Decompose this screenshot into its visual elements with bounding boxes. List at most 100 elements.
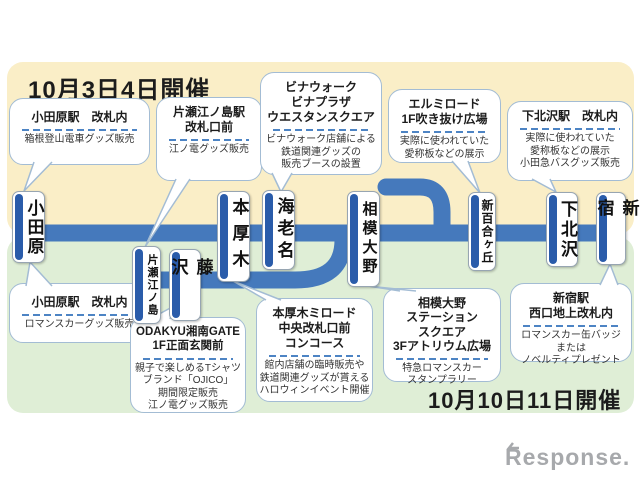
- callout-odakyu-shonan-gate: ODAKYU湘南GATE 1F正面玄関前 親子で楽しめるTシャツ ブランド「OJ…: [130, 317, 246, 413]
- dashed-divider: [273, 129, 369, 131]
- logo-text: Response.: [505, 444, 631, 470]
- callout-desc: 期間限定販売: [158, 387, 218, 399]
- tail-honatsugi-mylord: [232, 280, 282, 301]
- station-katase-enoshima: 片瀬江ノ島: [132, 246, 161, 324]
- dashed-divider: [520, 128, 620, 130]
- callout-desc: ノベルティプレゼント: [521, 355, 621, 366]
- tama-line-branch: [377, 178, 451, 241]
- callout-desc: ロマンスカーグッズ販売: [24, 319, 135, 330]
- dashed-divider: [401, 131, 488, 133]
- dashed-divider: [22, 314, 137, 316]
- station-line-bar: [220, 194, 228, 279]
- callout-desc: 江ノ電グッズ販売: [148, 400, 228, 412]
- callout-title: 小田原駅 改札内: [31, 110, 128, 124]
- callout-shimokitazawa: 下北沢駅 改札内 実際に使われていた 愛称板などの展示 小田急バスグッズ販売: [507, 101, 633, 181]
- callout-title: 本厚木ミロード: [272, 306, 357, 320]
- station-odawara: 小田原: [12, 191, 45, 263]
- station-line-bar: [350, 194, 358, 284]
- station-line-bar: [549, 195, 557, 264]
- callout-title: ビナプラザ: [290, 95, 351, 109]
- station-sagami-ono: 相模大野: [347, 191, 380, 287]
- callout-desc: 実際に使われていた: [525, 133, 615, 144]
- callout-desc: ロマンスカー缶バッジ: [521, 330, 621, 341]
- callout-honatsugi-mylord: 本厚木ミロード 中央改札口前 コンコース 館内店舗の臨時販売や 鉄道関連グッズが…: [256, 298, 373, 402]
- callout-title: 小田原駅 改札内: [31, 295, 128, 309]
- callout-title: 3Fアトリウム広場: [392, 339, 491, 354]
- callout-desc: 実際に使われていた: [399, 136, 490, 147]
- callout-desc: 館内店舗の臨時販売や: [264, 360, 365, 371]
- callout-title: エルミロード: [408, 97, 481, 111]
- station-fujisawa: 藤沢: [169, 249, 213, 321]
- callout-title: ODAKYU湘南GATE: [136, 326, 240, 338]
- dashed-divider: [22, 129, 137, 131]
- tail-shimokitazawa: [531, 178, 558, 194]
- callout-sagamiono-station-square: 相模大野 ステーション スクエア 3Fアトリウム広場 特急ロマンスカー スタンプ…: [383, 288, 501, 386]
- dashed-divider: [269, 355, 360, 357]
- tail-odawara-bottom: [25, 260, 53, 287]
- callout-title: 改札口前: [184, 120, 233, 134]
- station-line-bar: [172, 252, 180, 318]
- station-name: 小田原: [24, 198, 44, 256]
- station-name: 本厚木: [229, 197, 249, 276]
- tail-shinjuku: [599, 262, 619, 286]
- station-line-bar: [135, 249, 143, 321]
- callout-desc: 鉄道関連グッズが貰える: [259, 372, 370, 384]
- callout-desc: 箱根登山電車グッズ販売: [24, 134, 135, 145]
- callout-vinawalk: ビナウォーク ビナプラザ ウエスタンスクエア ビナウォーク店舗による 鉄道関連グ…: [260, 72, 382, 175]
- logo-arrow-icon: [506, 442, 519, 450]
- callout-title: 西口地上改札内: [528, 306, 613, 320]
- callout-title: 片瀬江ノ島駅: [172, 105, 245, 119]
- callout-desc: スタンプラリー: [407, 375, 477, 387]
- station-line-bar: [265, 193, 273, 267]
- dashed-divider: [143, 357, 233, 360]
- response-logo: Response.: [505, 442, 631, 471]
- callout-desc: 小田急バスグッズ販売: [520, 158, 620, 169]
- callout-title: 1F吹き抜け広場: [401, 112, 488, 126]
- callout-title: 下北沢駅 改札内: [521, 109, 618, 123]
- callout-desc: または: [556, 342, 586, 354]
- station-shinjuku: 新宿: [595, 192, 639, 265]
- tail-katase: [144, 178, 191, 248]
- dashed-divider: [169, 139, 249, 141]
- callout-desc: 販売ブースの設置: [281, 159, 361, 170]
- callout-title: 中央改札口前: [278, 321, 351, 335]
- station-shin-yurigaoka: 新百合ヶ丘: [468, 192, 496, 271]
- callout-title: ビナウォーク: [284, 80, 357, 94]
- tail-odawara-top: [23, 161, 53, 192]
- station-shimo-kitazawa: 下北沢: [546, 192, 578, 267]
- station-name: 新百合ヶ丘: [480, 199, 494, 264]
- station-name: 片瀬江ノ島: [146, 253, 158, 317]
- station-name: 新宿: [595, 193, 639, 264]
- station-line-bar: [15, 194, 23, 260]
- callout-desc: ブランド「OJICO」: [142, 375, 234, 387]
- callout-title: スクエア: [417, 324, 466, 339]
- callout-title: 新宿駅: [552, 291, 589, 305]
- dashed-divider: [396, 357, 488, 360]
- callout-title: ステーション: [406, 310, 478, 325]
- callout-katase-enoshima: 片瀬江ノ島駅 改札口前 江ノ電グッズ販売: [156, 97, 262, 181]
- callout-desc: 愛称板などの展示: [530, 145, 610, 157]
- station-name: 海老名: [274, 197, 294, 263]
- callout-elmiroad: エルミロード 1F吹き抜け広場 実際に使われていた 愛称板などの展示: [388, 89, 501, 163]
- callout-title: コンコース: [284, 336, 345, 350]
- dashed-divider: [523, 325, 619, 327]
- callout-desc: 愛称板などの展示: [404, 148, 485, 160]
- station-line-bar: [599, 195, 607, 262]
- callout-odawara-top: 小田原駅 改札内 箱根登山電車グッズ販売: [9, 98, 150, 165]
- station-hon-atsugi: 本厚木: [217, 191, 250, 282]
- station-line-bar: [471, 195, 479, 268]
- tail-sagamiono: [367, 285, 417, 292]
- event-date-title-bottom: 10月10日11日開催: [428, 388, 622, 413]
- tail-elmiroad: [451, 160, 481, 194]
- callout-desc: 特急ロマンスカー: [402, 362, 482, 374]
- callout-desc: ハロウィンイベント開催: [259, 385, 370, 396]
- callout-desc: 親子で楽しめるTシャツ: [134, 362, 242, 374]
- callout-desc: 江ノ電グッズ販売: [169, 144, 249, 155]
- station-name: 下北沢: [558, 199, 577, 260]
- callout-title: 1F正面玄関前: [152, 340, 224, 353]
- station-ebina: 海老名: [262, 190, 295, 270]
- callout-shinjuku: 新宿駅 西口地上改札内 ロマンスカー缶バッジ または ノベルティプレゼント: [510, 283, 632, 366]
